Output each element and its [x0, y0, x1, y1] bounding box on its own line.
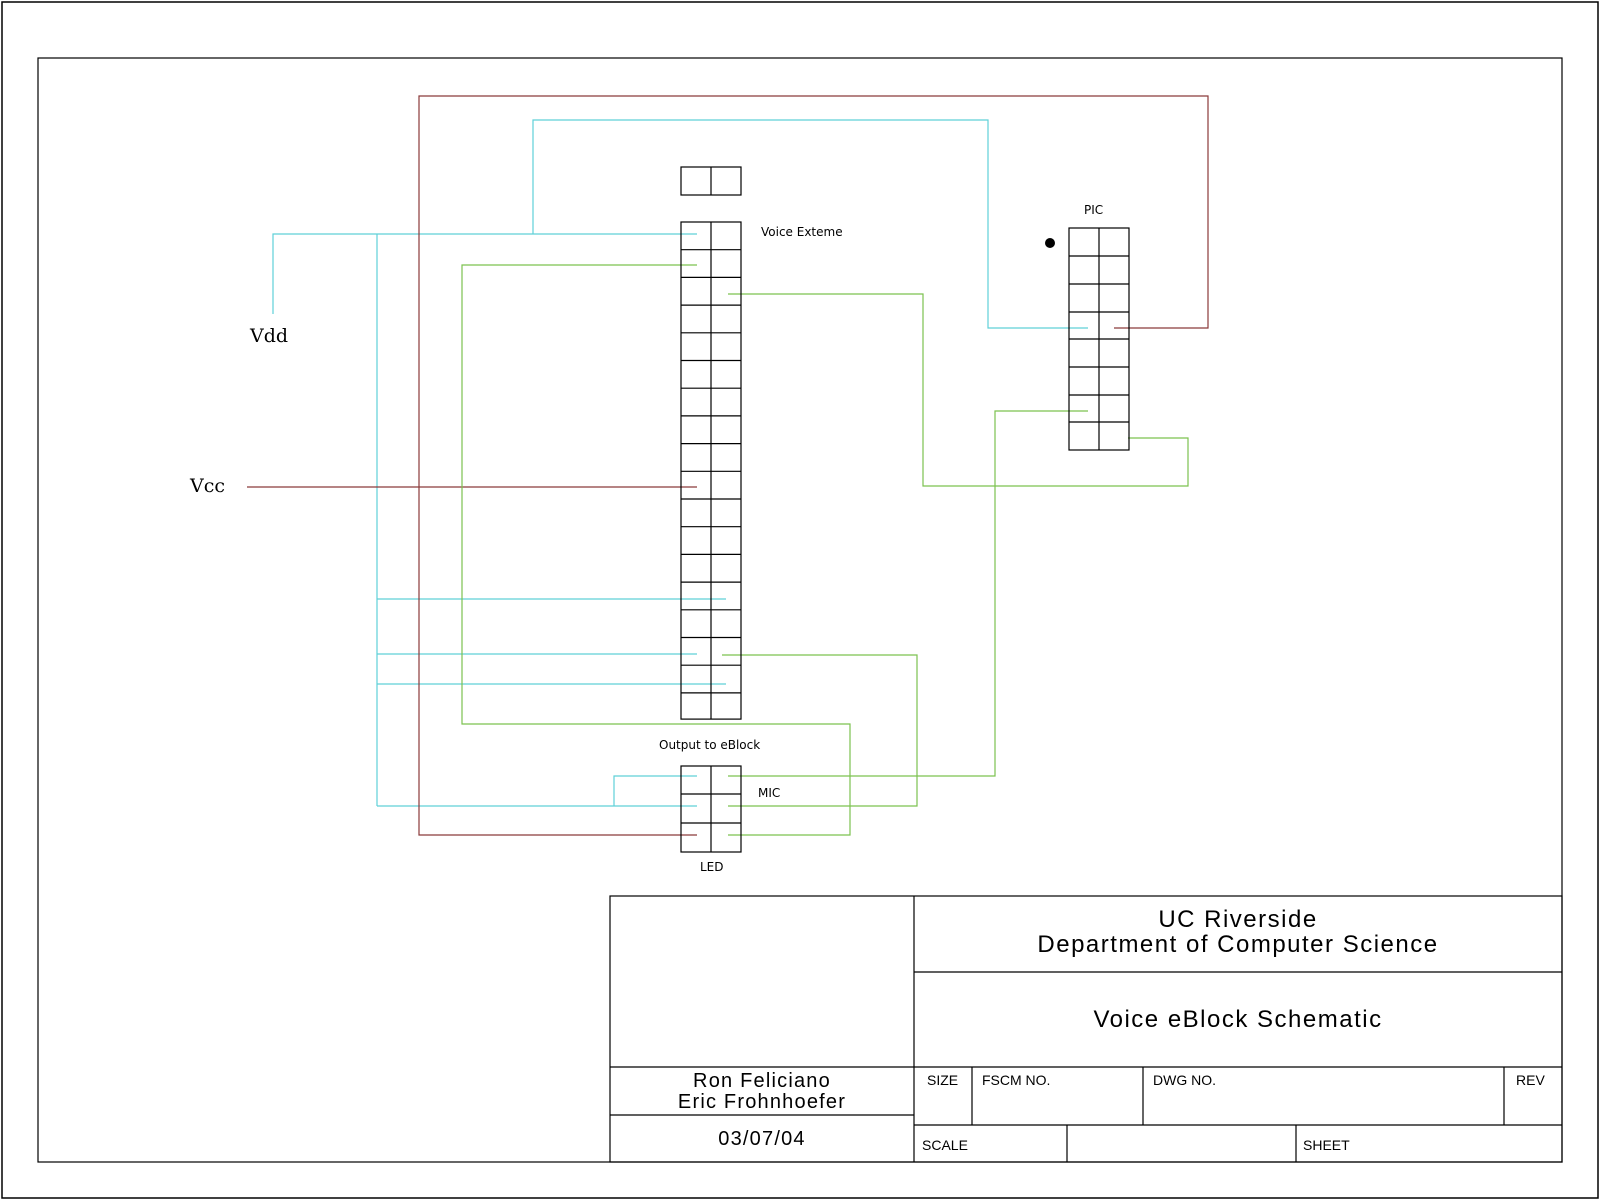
drawing-title: Voice eBlock Schematic	[1093, 1006, 1382, 1033]
scale-field: SCALE	[922, 1137, 968, 1153]
pic-pin1-dot	[1045, 238, 1055, 248]
author-2: Eric Frohnhoefer	[678, 1091, 846, 1113]
drawing-date: 03/07/04	[718, 1128, 805, 1150]
vcc-label: Vcc	[189, 475, 225, 497]
vdd-branch-loop	[613, 775, 697, 806]
green-wire-pic-to-out	[728, 410, 1088, 777]
size-field: SIZE	[927, 1072, 958, 1088]
components	[680, 166, 1130, 853]
vdd-wire-main	[272, 233, 697, 314]
jumper-block	[680, 166, 742, 196]
green-wire-mic	[722, 654, 918, 807]
output-eblock-header	[680, 765, 742, 853]
vdd-wire-to-pic	[532, 119, 1088, 329]
pic-header	[1068, 227, 1130, 451]
voice-extreme-header	[680, 221, 742, 720]
org-line1: UC Riverside	[1158, 906, 1317, 933]
mic-label: MIC	[758, 786, 780, 800]
sheet-field: SHEET	[1303, 1137, 1350, 1153]
author-1: Ron Feliciano	[693, 1070, 831, 1092]
fscm-field: FSCM NO.	[982, 1072, 1050, 1088]
output-eblock-label: Output to eBlock	[659, 738, 760, 752]
pic-label: PIC	[1084, 203, 1103, 217]
green-wire-pic-loop	[728, 293, 1189, 487]
rev-field: REV	[1516, 1072, 1545, 1088]
drawing-frame	[37, 57, 1563, 1163]
dwg-field: DWG NO.	[1153, 1072, 1216, 1088]
red-loop-wire	[418, 95, 1209, 836]
wires	[247, 95, 1209, 836]
led-label: LED	[700, 860, 724, 874]
voice-extreme-label: Voice Exteme	[761, 225, 843, 239]
org-line2: Department of Computer Science	[1037, 931, 1438, 958]
title-block	[609, 895, 1563, 1163]
vdd-label: Vdd	[249, 325, 288, 347]
green-wire-led	[461, 264, 851, 836]
